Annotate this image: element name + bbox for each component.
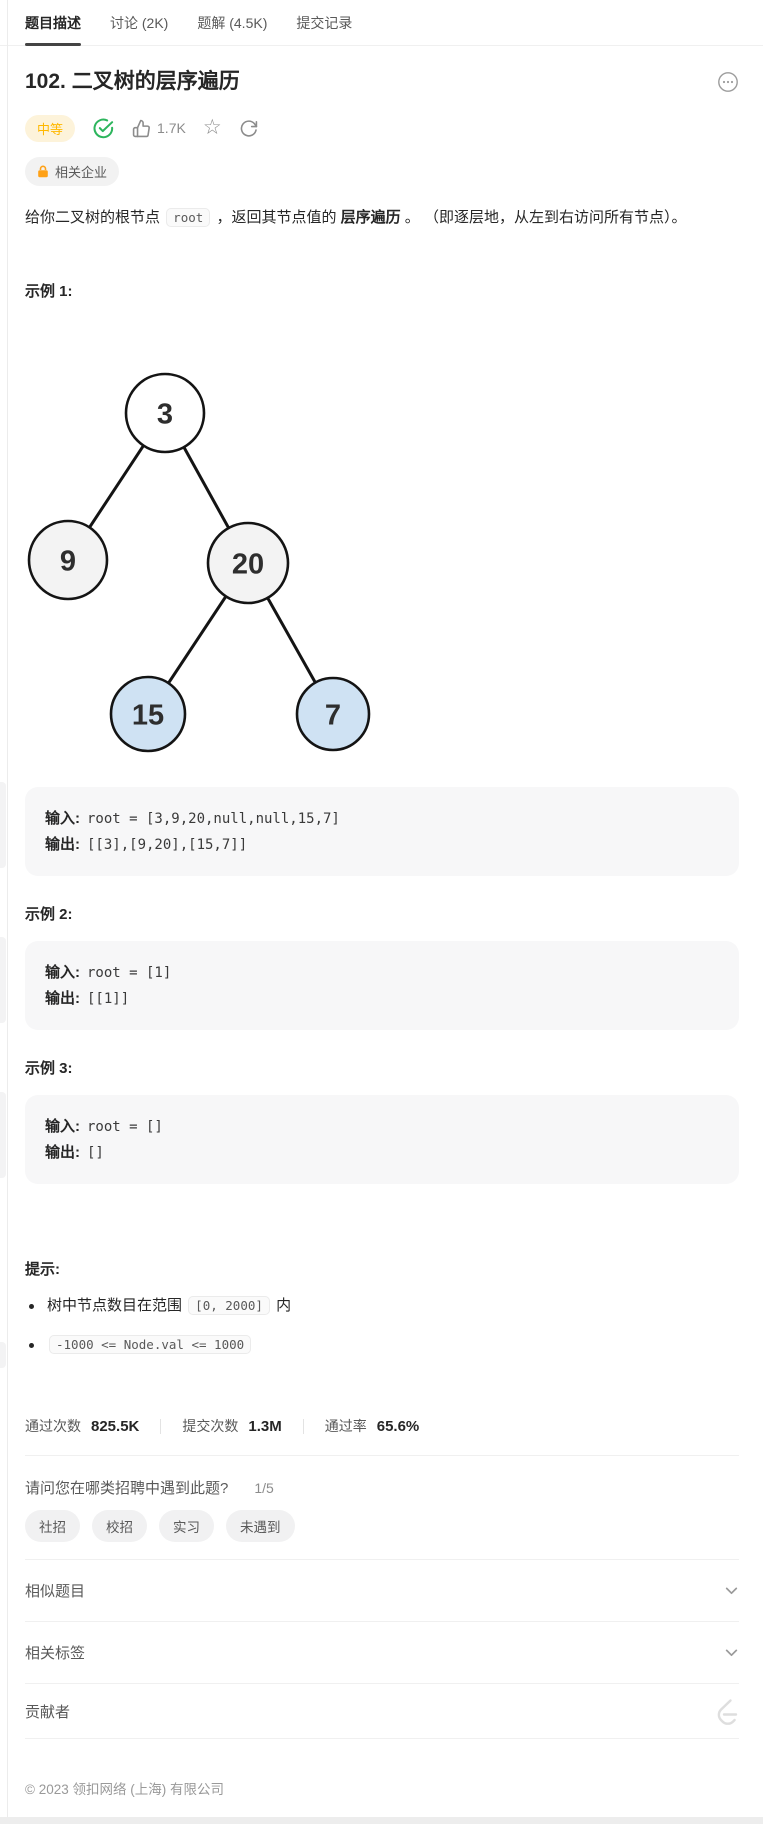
favorite-star-icon[interactable]: ☆ <box>202 116 222 139</box>
gutter-fragment <box>0 782 6 868</box>
survey-question: 请问您在哪类招聘中遇到此题? <box>25 1480 229 1497</box>
contributors-row[interactable]: 贡献者 <box>25 1684 739 1738</box>
solved-check-icon <box>92 117 115 140</box>
related-companies-label: 相关企业 <box>55 165 108 180</box>
svg-text:7: 7 <box>325 699 341 731</box>
problem-description: 给你二叉树的根节点 root ，返回其节点值的 层序遍历 。 （即逐层地，从左到… <box>25 208 687 227</box>
divider <box>25 1738 739 1739</box>
svg-text:15: 15 <box>132 699 164 731</box>
hints-heading: 提示: <box>25 1261 60 1278</box>
acceptance-rate-value: 65.6% <box>376 1417 420 1435</box>
survey-progress: 1/5 <box>254 1479 274 1496</box>
more-options-icon[interactable] <box>717 71 739 98</box>
divider <box>25 1559 739 1560</box>
divider <box>25 1683 739 1684</box>
tree-diagram: 3 9 20 15 7 <box>25 318 739 770</box>
tab-solutions[interactable]: 题解 (4.5K) <box>197 14 268 31</box>
related-companies-tag[interactable]: 相关企业 <box>25 157 120 186</box>
like-button[interactable]: 1.7K <box>132 119 186 138</box>
tree-node-20 <box>206 521 290 605</box>
stat-separator <box>302 1418 304 1434</box>
submissions-label: 提交次数 <box>182 1418 239 1434</box>
example-1-heading: 示例 1: <box>25 283 73 300</box>
lock-icon <box>38 165 48 178</box>
submissions-value: 1.3M <box>248 1417 282 1435</box>
tab-description[interactable]: 题目描述 <box>25 0 81 46</box>
contributors-label: 贡献者 <box>25 1703 71 1721</box>
footer-copyright: © 2023 领扣网络 (上海) 有限公司 <box>25 1782 224 1797</box>
share-icon[interactable] <box>239 119 258 138</box>
accepted-label: 通过次数 <box>25 1418 81 1434</box>
survey-options: 社招 校招 实习 未遇到 <box>25 1510 739 1542</box>
tree-node-9 <box>27 519 109 601</box>
svg-text:3: 3 <box>157 398 173 430</box>
inline-code-root: root <box>166 208 211 227</box>
gutter-fragment <box>0 1092 6 1178</box>
tree-node-15 <box>109 675 187 753</box>
example-3-heading: 示例 3: <box>25 1060 73 1077</box>
stat-separator <box>160 1418 162 1434</box>
related-tags-accordion[interactable]: 相关标签 <box>25 1622 739 1683</box>
gutter-fragment <box>0 1342 6 1368</box>
stats-row: 通过次数 825.5K 提交次数 1.3M 通过率 65.6% <box>25 1415 739 1437</box>
tree-node-3 <box>124 372 206 454</box>
tree-node-7 <box>295 676 371 752</box>
accepted-value: 825.5K <box>91 1417 140 1435</box>
example-1-block: 输入:root = [3,9,20,null,null,15,7] 输出:[[3… <box>25 787 739 876</box>
survey-option-never[interactable]: 未遇到 <box>226 1510 295 1542</box>
example-3-block: 输入:root = [] 输出:[] <box>25 1095 739 1184</box>
page-title: 102. 二叉树的层序遍历 <box>25 70 240 93</box>
example-2-block: 输入:root = [1] 输出:[[1]] <box>25 941 739 1030</box>
panel-left-divider <box>7 0 8 1817</box>
similar-questions-accordion[interactable]: 相似题目 <box>25 1560 739 1621</box>
leetcode-mark-icon <box>717 1699 738 1725</box>
survey-option-shezhao[interactable]: 社招 <box>25 1510 80 1542</box>
acceptance-rate-label: 通过率 <box>324 1418 367 1434</box>
hints-list: 树中节点数目在范围 [0, 2000] 内 -1000 <= Node.val … <box>25 1294 739 1357</box>
likes-count: 1.7K <box>157 120 186 136</box>
tab-discussion[interactable]: 讨论 (2K) <box>110 14 169 31</box>
divider <box>25 1455 739 1456</box>
meta-row: 中等 1.7K ☆ <box>25 114 739 142</box>
tab-bar: 题目描述 讨论 (2K) 题解 (4.5K) 提交记录 <box>0 0 763 46</box>
difficulty-badge[interactable]: 中等 <box>25 114 76 142</box>
survey-option-xiaozhao[interactable]: 校招 <box>92 1510 147 1542</box>
similar-questions-label: 相似题目 <box>25 1583 86 1600</box>
survey-option-shixi[interactable]: 实习 <box>159 1510 214 1542</box>
chevron-down-icon <box>725 1587 738 1595</box>
example-2-heading: 示例 2: <box>25 906 73 923</box>
svg-text:9: 9 <box>60 545 76 577</box>
gutter-fragment <box>0 937 6 1023</box>
hint-item: 树中节点数目在范围 [0, 2000] 内 <box>25 1294 739 1318</box>
related-tags-label: 相关标签 <box>25 1645 86 1662</box>
svg-text:20: 20 <box>232 548 264 580</box>
hint-item: -1000 <= Node.val <= 1000 <box>25 1333 739 1357</box>
chevron-down-icon <box>725 1649 738 1657</box>
divider <box>25 1621 739 1622</box>
tab-submissions[interactable]: 提交记录 <box>296 14 353 31</box>
